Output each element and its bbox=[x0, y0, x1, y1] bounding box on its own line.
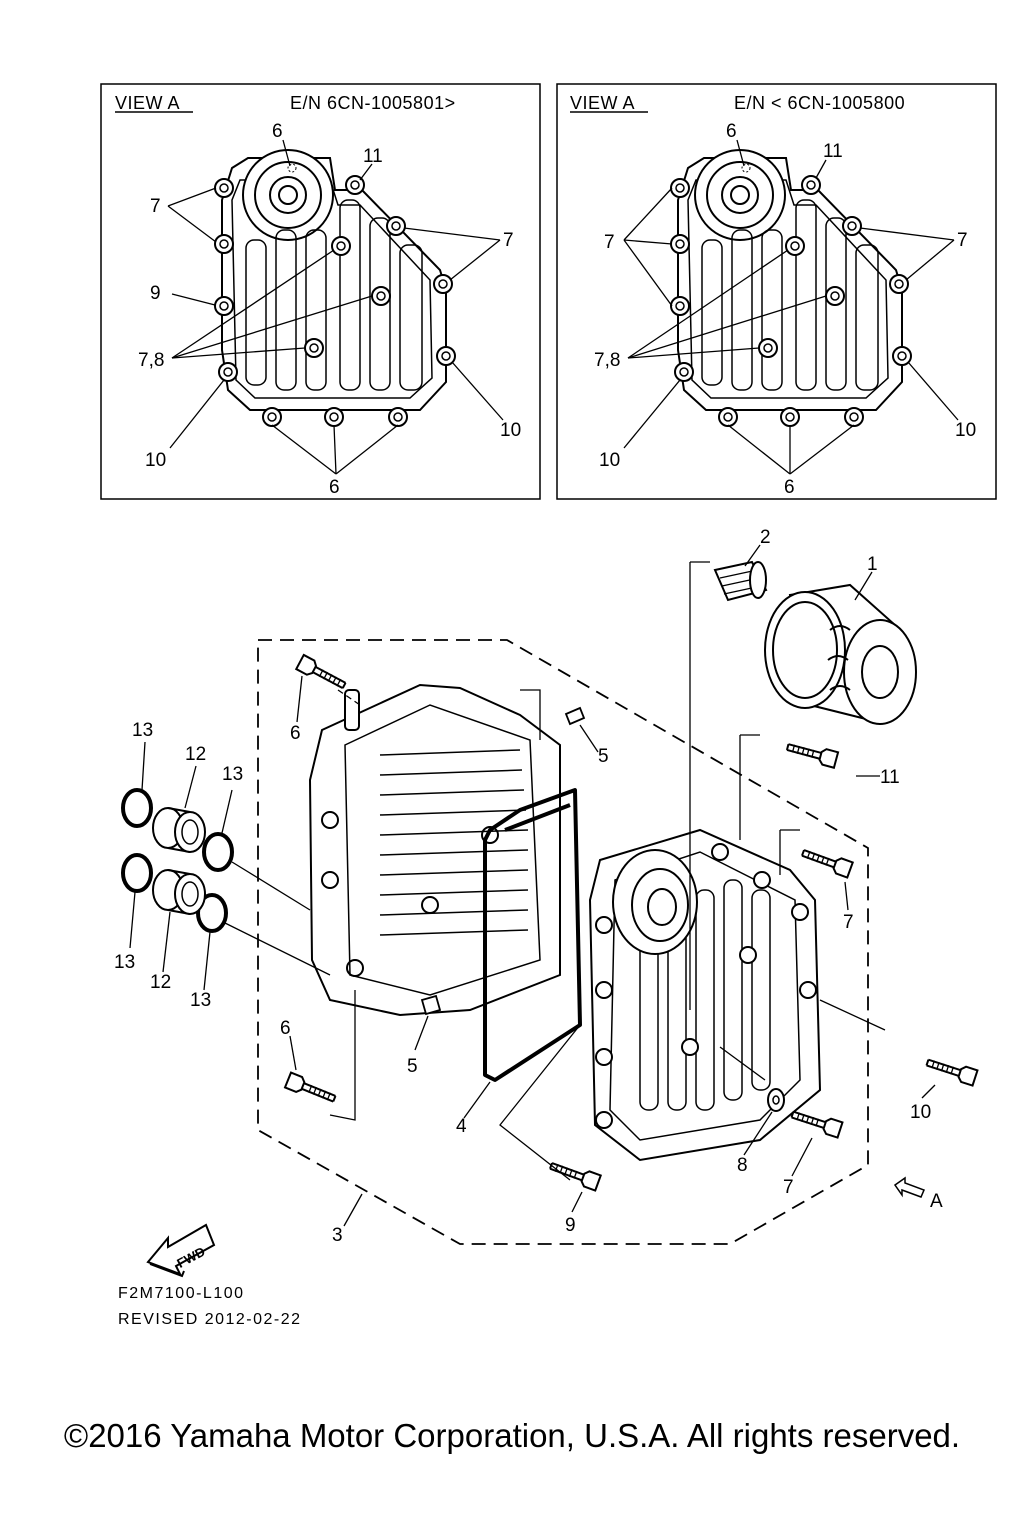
part-label-13-d: 13 bbox=[190, 990, 211, 1011]
callout-right-6-bottom: 6 bbox=[784, 477, 795, 498]
callout-left-7a: 7 bbox=[150, 196, 161, 217]
part-label-9: 9 bbox=[565, 1215, 576, 1236]
fwd-arrow bbox=[146, 1223, 216, 1278]
callout-left-10b: 10 bbox=[500, 420, 521, 441]
serial-left: E/N 6CN-1005801> bbox=[290, 93, 456, 113]
callout-left-10a: 10 bbox=[145, 450, 166, 471]
part-label-10: 10 bbox=[910, 1102, 931, 1123]
oil-cooler-body bbox=[308, 683, 561, 1017]
callout-right-10a: 10 bbox=[599, 450, 620, 471]
part-label-7-upper: 7 bbox=[843, 912, 854, 933]
callout-right-7b: 7 bbox=[957, 230, 968, 251]
part-label-8: 8 bbox=[737, 1155, 748, 1176]
part-label-4: 4 bbox=[456, 1116, 467, 1137]
part-label-13-b: 13 bbox=[222, 764, 243, 785]
callout-left-6-top: 6 bbox=[272, 121, 283, 142]
callout-right-11: 11 bbox=[823, 141, 843, 162]
oil-filter bbox=[764, 583, 917, 725]
oil-cooler-cover bbox=[588, 828, 822, 1162]
part-label-11: 11 bbox=[880, 767, 900, 788]
callout-right-6-top: 6 bbox=[726, 121, 737, 142]
callout-left-11: 11 bbox=[363, 146, 383, 167]
part-label-1: 1 bbox=[867, 554, 878, 575]
callout-right-7a: 7 bbox=[604, 232, 615, 253]
part-label-6-upper: 6 bbox=[290, 723, 301, 744]
part-label-3: 3 bbox=[332, 1225, 343, 1246]
part-label-12-upper: 12 bbox=[185, 744, 206, 765]
part-label-13-c: 13 bbox=[114, 952, 135, 973]
callout-right-10b: 10 bbox=[955, 420, 976, 441]
callout-left-9: 9 bbox=[150, 283, 161, 304]
part-label-12-lower: 12 bbox=[150, 972, 171, 993]
drawing-code: F2M7100-L100 bbox=[118, 1285, 245, 1302]
copyright-notice: ©2016 Yamaha Motor Corporation, U.S.A. A… bbox=[63, 1417, 961, 1454]
part-label-6-lower: 6 bbox=[280, 1018, 291, 1039]
view-a-left-panel bbox=[100, 83, 541, 500]
revision-date: REVISED 2012-02-22 bbox=[118, 1311, 302, 1328]
view-title-right: VIEW A bbox=[570, 93, 635, 113]
part-label-5-lower: 5 bbox=[407, 1056, 418, 1077]
view-a-right-panel bbox=[556, 83, 997, 500]
exploded-view bbox=[121, 544, 979, 1278]
callout-right-78: 7,8 bbox=[594, 350, 620, 371]
view-ref-label: A bbox=[930, 1191, 943, 1212]
part-label-13-a: 13 bbox=[132, 720, 153, 741]
callout-left-6-bottom: 6 bbox=[329, 477, 340, 498]
serial-right: E/N < 6CN-1005800 bbox=[734, 93, 905, 113]
part-label-7-lower: 7 bbox=[783, 1177, 794, 1198]
part-label-5-upper: 5 bbox=[598, 746, 609, 767]
part-label-2: 2 bbox=[760, 527, 771, 548]
union-bolt bbox=[713, 560, 768, 602]
callout-left-7b: 7 bbox=[503, 230, 514, 251]
view-title-left: VIEW A bbox=[115, 93, 180, 113]
callout-left-78: 7,8 bbox=[138, 350, 164, 371]
